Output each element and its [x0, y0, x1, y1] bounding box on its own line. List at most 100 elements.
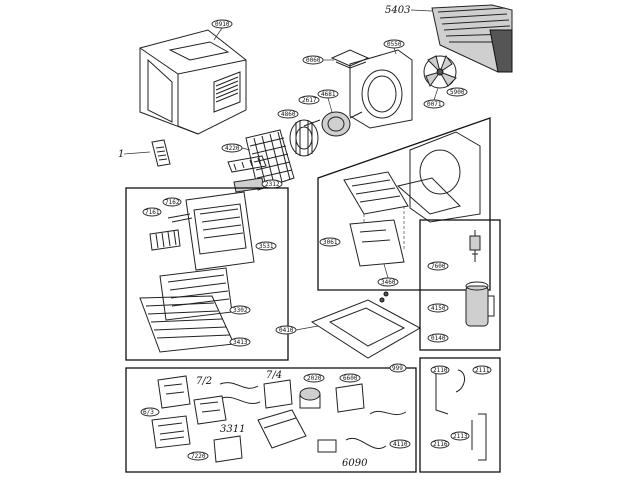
compressor-label: 4150	[431, 305, 446, 312]
motor-clip-label: 2617	[302, 97, 317, 104]
front-panel-label-bubble	[255, 241, 277, 251]
remote-label: 1	[118, 149, 124, 160]
duct-label: 3460	[381, 279, 396, 286]
pipe-c-label: 2113	[453, 433, 468, 440]
title-leader	[410, 9, 433, 12]
display-board	[193, 395, 227, 425]
compressor-group-box	[419, 219, 501, 351]
pipe-b-label: 2111	[475, 367, 490, 374]
front-grille-label: 3413	[233, 339, 248, 346]
front-panel	[185, 191, 255, 271]
interior-group-box	[317, 117, 491, 291]
handwritten-bottom-label: 6090	[342, 458, 368, 469]
remote-leader	[123, 151, 151, 155]
control-box-label: 3061	[323, 239, 338, 246]
blower-wheel	[289, 119, 319, 157]
terminal-panel	[151, 415, 191, 449]
inlet-label-bubble	[229, 305, 251, 315]
main-pcb	[157, 375, 191, 409]
wire-label: 4110	[393, 441, 408, 448]
cap-b-label-bubble	[339, 373, 361, 383]
evaporator-housing	[396, 131, 481, 223]
front-panel-group-box	[125, 187, 289, 361]
relay-board	[213, 435, 243, 463]
louver-assembly	[149, 213, 193, 251]
cap-a-label: 2020	[307, 375, 322, 382]
wire-label-bubble	[389, 439, 411, 449]
pcb-box-label: 999	[392, 365, 403, 372]
grille-label: 4220	[225, 145, 240, 152]
comp-base-label: 0140	[431, 335, 446, 342]
pcb-box-label-bubble	[389, 363, 407, 373]
condenser-coil	[431, 4, 513, 73]
display-label: 3311	[220, 424, 245, 435]
cap-b-label: 6600	[343, 375, 358, 382]
inlet-label: 3302	[233, 307, 248, 314]
shroud-leader	[393, 47, 397, 55]
motor-label: 4681	[321, 91, 336, 98]
louver-b-label: 7162	[165, 199, 180, 206]
front-panel-label: 3531	[259, 243, 274, 250]
duct-leader	[383, 263, 389, 279]
pipe-a-label: 2110	[433, 367, 448, 374]
base-leader	[295, 325, 319, 331]
pipe-c-label-bubble	[450, 431, 470, 441]
title-label: 5403	[385, 5, 410, 16]
relay-label: 7220	[191, 453, 206, 460]
mounting-label: 0060	[306, 57, 321, 64]
front-grille-label-bubble	[229, 337, 251, 347]
control-box-label-bubble	[319, 237, 341, 247]
cabinet-case	[139, 29, 247, 135]
fan-pin-leader	[433, 87, 439, 101]
filter-b-label: 2312	[265, 181, 280, 188]
louver-b-label-bubble	[162, 197, 182, 207]
front-grille-lower	[139, 295, 235, 353]
compressor-label-bubble	[427, 303, 449, 313]
pcb-a-label: 7/2	[196, 376, 212, 387]
remote-control	[151, 139, 171, 167]
sub-pcb-label-bubble	[140, 407, 160, 417]
filter-strip-a	[227, 155, 267, 173]
pipe-d-label: 2116	[433, 441, 448, 448]
wire-harness-b	[369, 410, 407, 416]
sub-pcb-label: 6/3	[143, 409, 154, 416]
capacitor	[299, 387, 321, 409]
motor2-label: 4860	[281, 111, 296, 118]
comp-base-label-bubble	[427, 333, 449, 343]
expansion-valve	[469, 230, 481, 262]
base-label: 0410	[279, 327, 294, 334]
motor-clip-label-bubble	[298, 95, 320, 105]
pipe-b-label-bubble	[472, 365, 492, 375]
indoor-grille	[245, 129, 295, 191]
sub-pcb	[263, 379, 293, 409]
cap-a-label-bubble	[303, 373, 325, 383]
shroud-label: 0550	[387, 41, 402, 48]
filter-tray	[343, 171, 409, 215]
motor2-label-bubble	[277, 109, 299, 119]
pcb-enclosure	[257, 409, 307, 449]
fan-motor	[303, 111, 363, 137]
electrical-group-box	[125, 367, 417, 473]
case-label: 0910	[215, 21, 230, 28]
louver-a-label: 7161	[145, 209, 160, 216]
wire-harness-a	[219, 382, 261, 404]
shroud	[349, 49, 413, 129]
pipe-assembly-a	[435, 369, 465, 415]
wire-bundle	[317, 437, 387, 453]
capacitor-bracket	[335, 383, 365, 413]
propeller-fan	[423, 54, 457, 89]
base-pan	[310, 291, 422, 359]
fan-pin-label: 0071	[427, 101, 442, 108]
compressor	[465, 281, 495, 327]
pipe-assembly-b	[471, 413, 487, 461]
control-box	[349, 219, 405, 267]
pipe-a-label-bubble	[430, 365, 450, 375]
valve-label: 7600	[431, 263, 446, 270]
case-leader	[213, 27, 223, 41]
motor-leader	[327, 97, 333, 113]
pipe-d-label-bubble	[430, 439, 450, 449]
relay-label-bubble	[187, 451, 209, 461]
piping-group-box	[419, 357, 501, 473]
pcb-b-label: 7/4	[266, 370, 282, 381]
